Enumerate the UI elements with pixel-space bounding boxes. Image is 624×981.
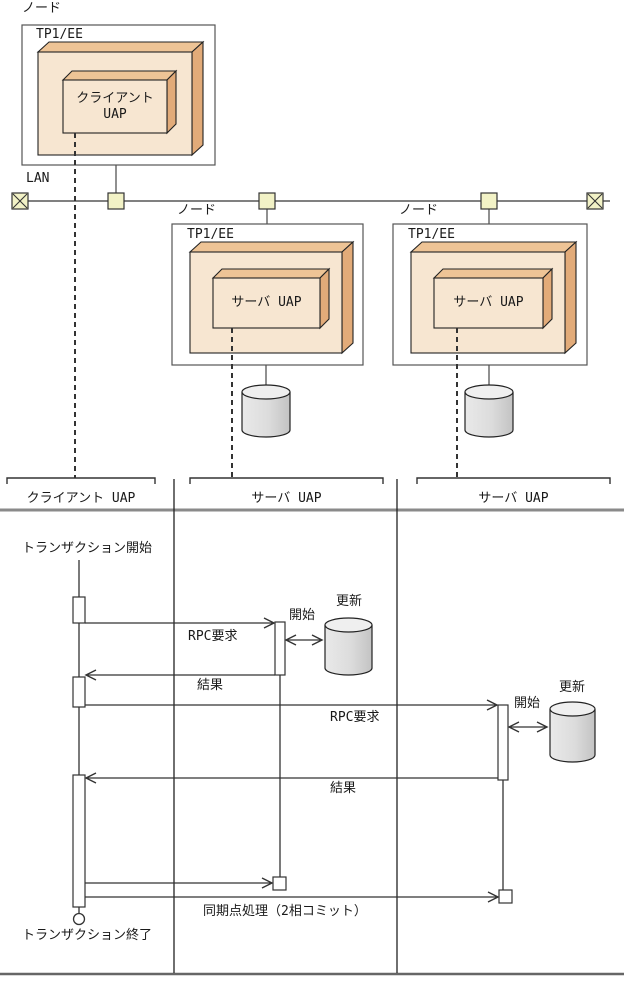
client-uap-label: クライアント UAP [76, 90, 154, 122]
update2-label: 更新 [559, 680, 586, 695]
node2-database-icon [241, 365, 291, 438]
lan-terminator-right-icon [586, 192, 604, 210]
server1-update-database-icon [324, 617, 373, 676]
server2-update-database-icon [549, 701, 596, 763]
header-server1-uap: サーバ UAP [251, 491, 322, 506]
lan-terminator-left-icon [11, 192, 29, 210]
header-client-uap: クライアント UAP [26, 491, 136, 506]
sync-label: 同期点処理（2相コミット） [203, 904, 367, 919]
sync-square-server1 [272, 876, 287, 891]
transaction-end-label: トランザクション終了 [22, 928, 153, 943]
rpc2-label: RPC要求 [330, 710, 380, 725]
node3-label: ノード [399, 203, 439, 218]
server1-uap-label: サーバ UAP [231, 295, 302, 310]
column-separators [173, 479, 398, 973]
sync-square-server2 [498, 889, 513, 904]
transaction-start-label: トランザクション開始 [22, 541, 153, 556]
node1-label: ノード [22, 1, 62, 16]
header-server2-uap: サーバ UAP [478, 491, 549, 506]
node2-label: ノード [177, 203, 217, 218]
client-uap-3d-box [61, 69, 178, 135]
start1-label: 開始 [289, 608, 316, 623]
activation-bars [72, 596, 509, 908]
node1-tp1ee-label: TP1/EE [36, 27, 83, 42]
node3-database-icon [464, 365, 514, 438]
lan-tap-node3 [480, 192, 498, 224]
server2-uap-3d-box [432, 267, 554, 330]
rpc1-label: RPC要求 [188, 629, 238, 644]
server1-uap-3d-box [211, 267, 331, 330]
update1-label: 更新 [336, 594, 363, 609]
result1-label: 結果 [197, 678, 224, 693]
node3-tp1ee-label: TP1/EE [408, 227, 455, 242]
result2-label: 結果 [330, 781, 357, 796]
lan-tap-node2 [258, 192, 276, 224]
server2-uap-label: サーバ UAP [453, 295, 524, 310]
header-brackets [6, 477, 611, 484]
node2-tp1ee-label: TP1/EE [187, 227, 234, 242]
start2-label: 開始 [514, 696, 541, 711]
lan-label: LAN [26, 171, 50, 186]
transaction-end-circle [72, 912, 86, 926]
lan-tap-node1 [107, 165, 125, 210]
